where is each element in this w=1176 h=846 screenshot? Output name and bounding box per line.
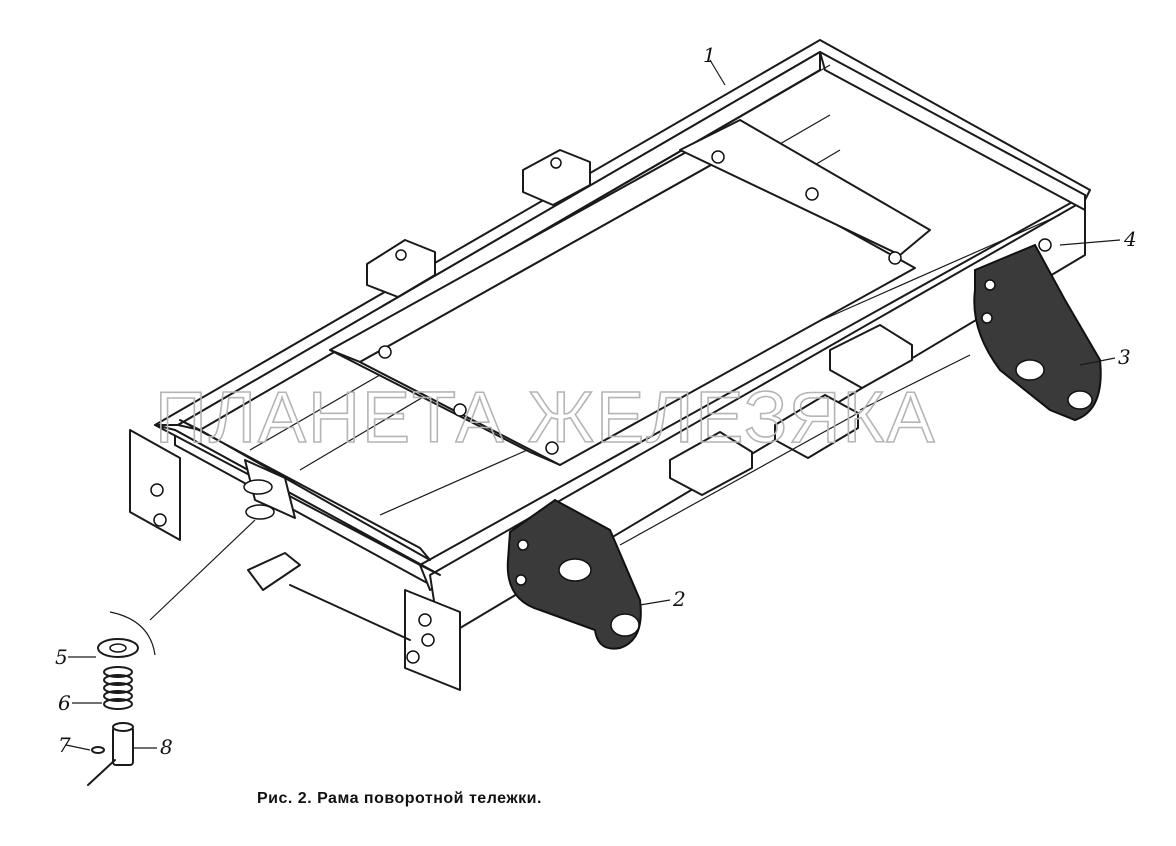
lower-bracket [247, 552, 411, 641]
callout-6: 6 [58, 691, 71, 715]
callout-7: 7 [58, 733, 71, 757]
callout-8: 8 [160, 735, 173, 759]
callout-4: 4 [1123, 227, 1137, 251]
leader-lines [109, 59, 1121, 656]
end-plate-right [404, 589, 461, 691]
callout-3: 3 [1118, 345, 1131, 369]
casting-bracket-2 [506, 498, 642, 650]
casting-bracket-3 [973, 238, 1102, 422]
callout-5: 5 [55, 645, 68, 669]
end-plate-left [129, 429, 181, 541]
cotter-pin-7 [65, 744, 105, 754]
hinge-bracket [243, 459, 296, 520]
callout-2: 2 [672, 587, 686, 611]
main-frame [154, 39, 1091, 641]
spring-6 [72, 666, 133, 710]
watermark: ПЛАНЕТА ЖЕЛЕЗЯКА [155, 378, 937, 458]
callout-1: 1 [703, 43, 716, 67]
pin-8 [87, 722, 157, 786]
figure-caption: Рис. 2. Рама поворотной тележки. [257, 790, 542, 807]
washer-5 [68, 638, 139, 658]
